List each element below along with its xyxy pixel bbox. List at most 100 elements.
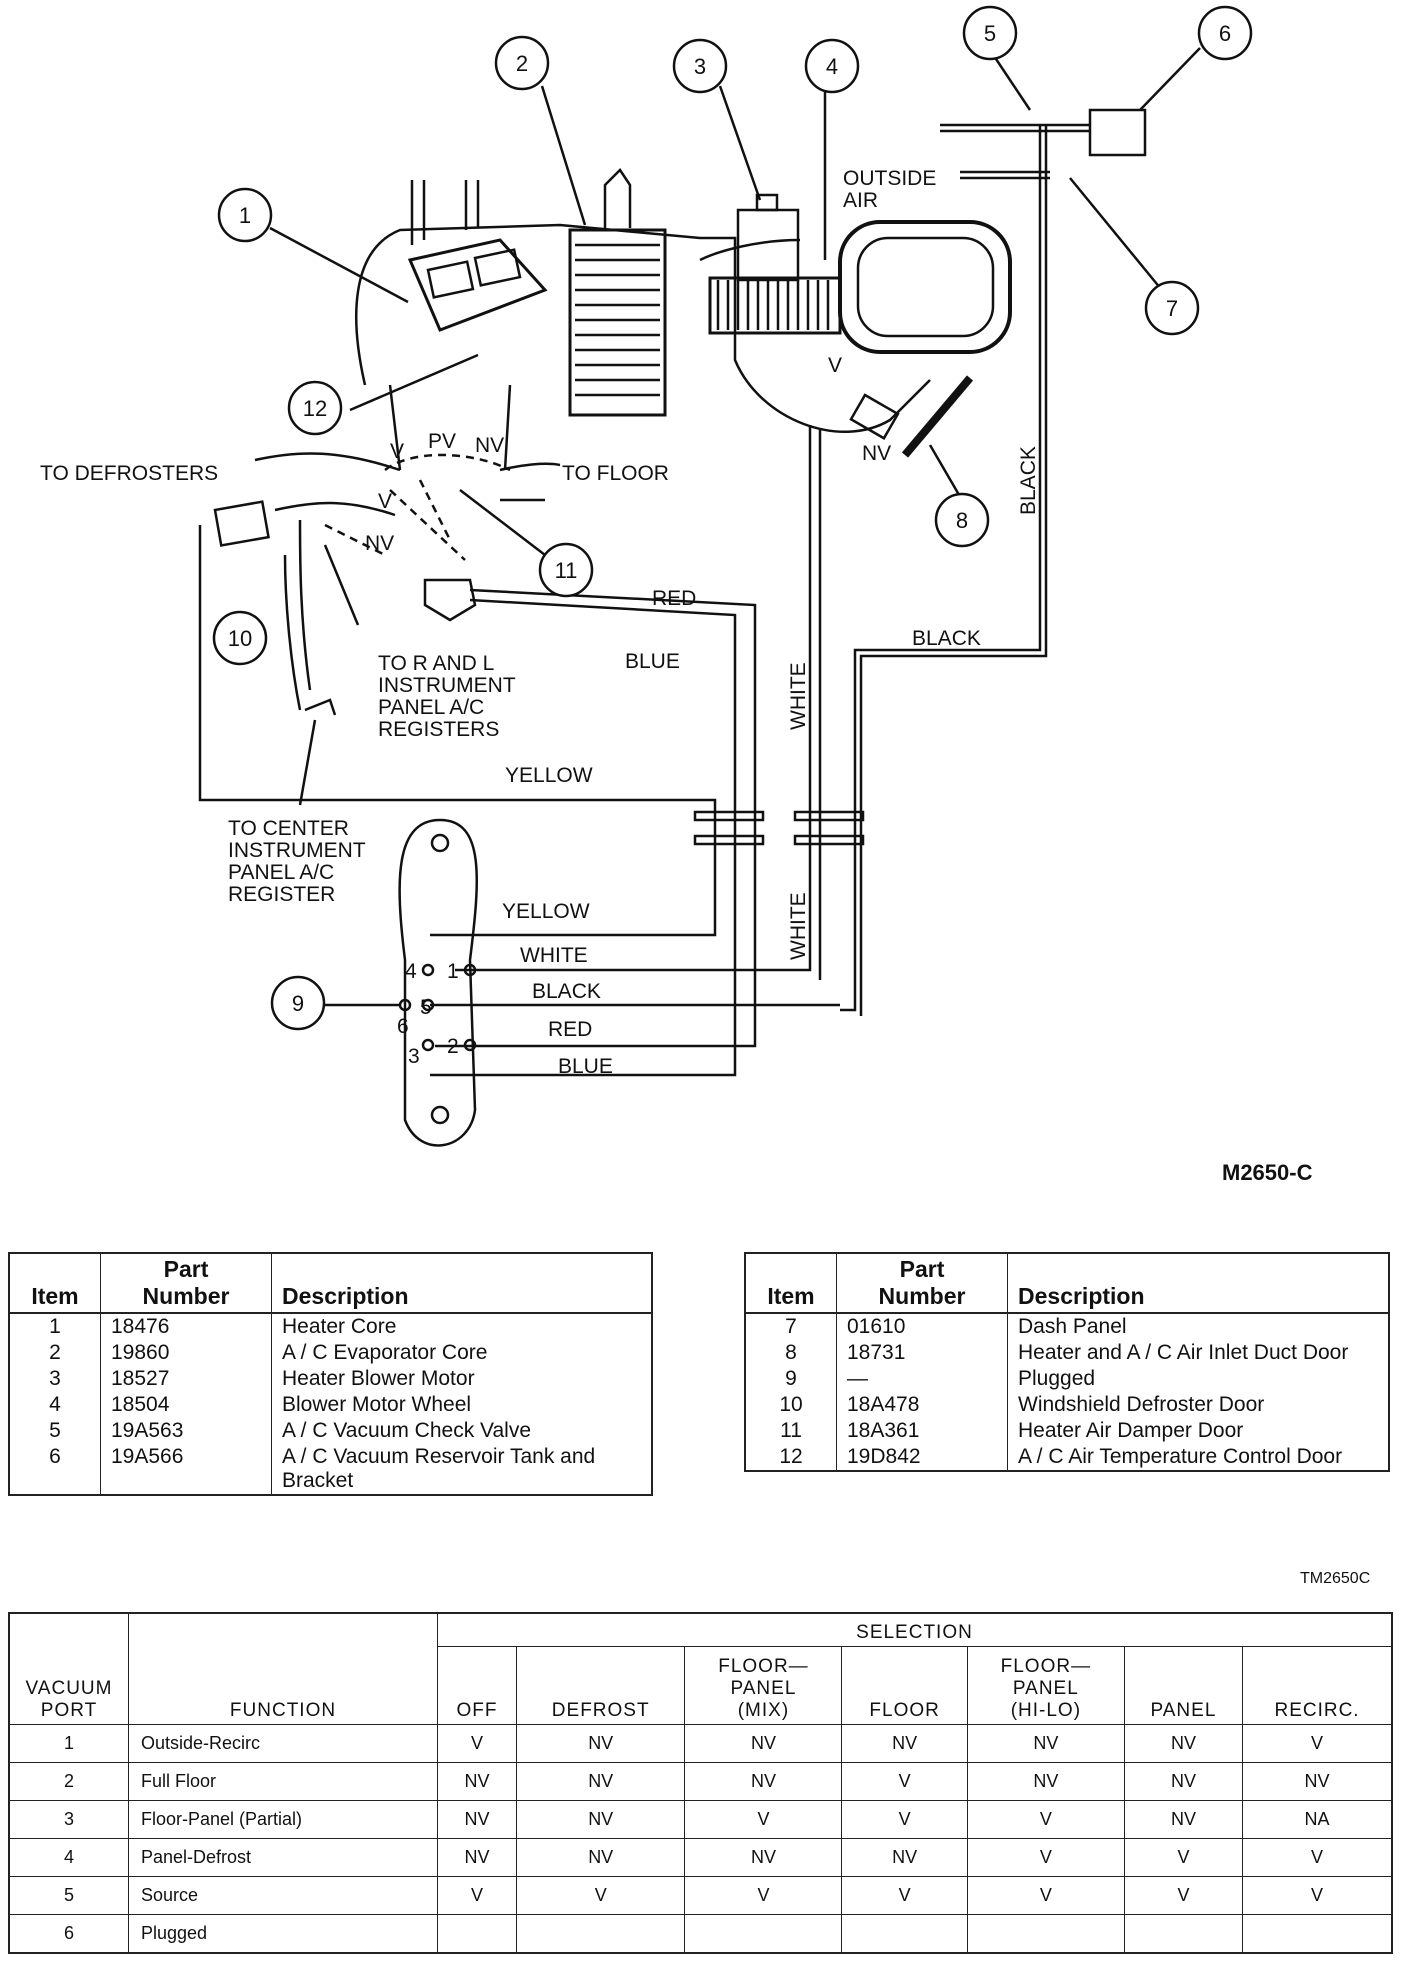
selection-cell: V <box>1123 1838 1244 1877</box>
selection-cell <box>684 1914 843 1954</box>
col-selection: FLOOR— PANEL (HI-LO) <box>966 1646 1125 1725</box>
selection-cell: NV <box>515 1800 686 1839</box>
part-number-cell: 18A361 <box>836 1418 1008 1444</box>
col-item: Item <box>9 1253 101 1314</box>
selection-cell: V <box>841 1876 968 1915</box>
col-item: Item <box>745 1253 837 1314</box>
selection-cell: V <box>1242 1876 1393 1915</box>
port-cell: 3 <box>8 1800 129 1839</box>
col-function: FUNCTION <box>128 1612 438 1725</box>
defroster-duct <box>254 452 401 517</box>
description-cell: A / C Air Temperature Control Door <box>1007 1444 1389 1471</box>
selection-cell: NV <box>515 1724 686 1763</box>
center-vacuum-motor <box>423 578 477 622</box>
red-hose-label: RED <box>652 587 696 610</box>
description-cell: A / C Vacuum Check Valve <box>271 1418 652 1444</box>
selection-cell <box>841 1914 968 1954</box>
port-cell: 4 <box>8 1838 129 1877</box>
vacuum-selector-plate <box>398 818 479 1147</box>
description-cell: A / C Evaporator Core <box>271 1340 652 1366</box>
description-cell: Heater Air Damper Door <box>1007 1418 1389 1444</box>
selection-cell: V <box>437 1876 517 1915</box>
inlet-duct-door <box>901 375 974 458</box>
svg-text:12: 12 <box>303 396 327 421</box>
part-number-cell: 18527 <box>100 1366 272 1392</box>
part-number-cell: 18A478 <box>836 1392 1008 1418</box>
heater-case-outline <box>355 223 931 434</box>
dash-panel <box>960 170 1050 180</box>
col-description: Description <box>271 1253 652 1314</box>
svg-text:3: 3 <box>694 54 706 79</box>
description-cell: Heater Blower Motor <box>271 1366 652 1392</box>
item-cell: 9 <box>785 1367 797 1390</box>
svg-text:NV: NV <box>365 532 394 555</box>
svg-text:6: 6 <box>397 1015 409 1038</box>
description-cell: Heater Core <box>271 1313 652 1340</box>
selection-cell: V <box>841 1800 968 1839</box>
col-selection: RECIRC. <box>1242 1646 1393 1725</box>
to-floor-label: TO FLOOR <box>562 462 669 485</box>
selection-cell: NV <box>437 1762 517 1801</box>
table-row: 9—Plugged <box>745 1366 1389 1392</box>
selection-header: SELECTION <box>437 1612 1393 1647</box>
heater-core <box>407 180 548 332</box>
selection-cell: V <box>684 1876 843 1915</box>
selection-cell: V <box>437 1724 517 1763</box>
selection-cell: NV <box>437 1800 517 1839</box>
description-cell: A / C Vacuum Reservoir Tank and Bracket <box>271 1444 652 1495</box>
item-cell: 8 <box>785 1341 797 1364</box>
selection-cell: V <box>684 1800 843 1839</box>
callout-3: 3 <box>672 38 728 94</box>
callout-11: 11 <box>538 542 594 598</box>
selection-cell <box>437 1914 517 1954</box>
svg-text:6: 6 <box>1219 21 1231 46</box>
callout-1: 1 <box>217 187 273 243</box>
svg-text:4: 4 <box>405 960 417 983</box>
svg-text:4: 4 <box>826 54 838 79</box>
part-number-cell: 19A566 <box>100 1444 272 1495</box>
port-cell: 1 <box>8 1724 129 1763</box>
col-selection: OFF <box>437 1646 517 1725</box>
svg-text:3: 3 <box>408 1045 420 1068</box>
callout-6: 6 <box>1197 5 1253 61</box>
callout-2: 2 <box>494 35 550 91</box>
svg-text:9: 9 <box>292 991 304 1016</box>
part-number-cell: 01610 <box>836 1313 1008 1340</box>
selection-cell: NV <box>684 1724 843 1763</box>
selection-cell: V <box>966 1838 1125 1877</box>
col-selection: PANEL <box>1123 1646 1244 1725</box>
selection-cell: V <box>1242 1724 1393 1763</box>
callout-10: 10 <box>212 610 268 666</box>
port-cell: 2 <box>8 1762 129 1801</box>
item-cell: 2 <box>49 1341 61 1364</box>
svg-text:RED: RED <box>548 1018 592 1041</box>
svg-text:11: 11 <box>555 558 578 583</box>
selection-cell: V <box>966 1876 1125 1915</box>
selection-cell: NV <box>1123 1762 1244 1801</box>
description-cell: Plugged <box>1007 1366 1389 1392</box>
function-cell: Floor-Panel (Partial) <box>128 1800 438 1839</box>
col-selection: DEFROST <box>515 1646 686 1725</box>
svg-text:V: V <box>828 354 842 377</box>
selection-cell: NV <box>841 1838 968 1877</box>
svg-text:2: 2 <box>516 51 528 76</box>
selection-cell: NV <box>515 1838 686 1877</box>
part-number-cell: 18504 <box>100 1392 272 1418</box>
port-cell: 6 <box>8 1914 129 1954</box>
selection-cell: V <box>1242 1838 1393 1877</box>
svg-text:WHITE: WHITE <box>520 944 588 967</box>
